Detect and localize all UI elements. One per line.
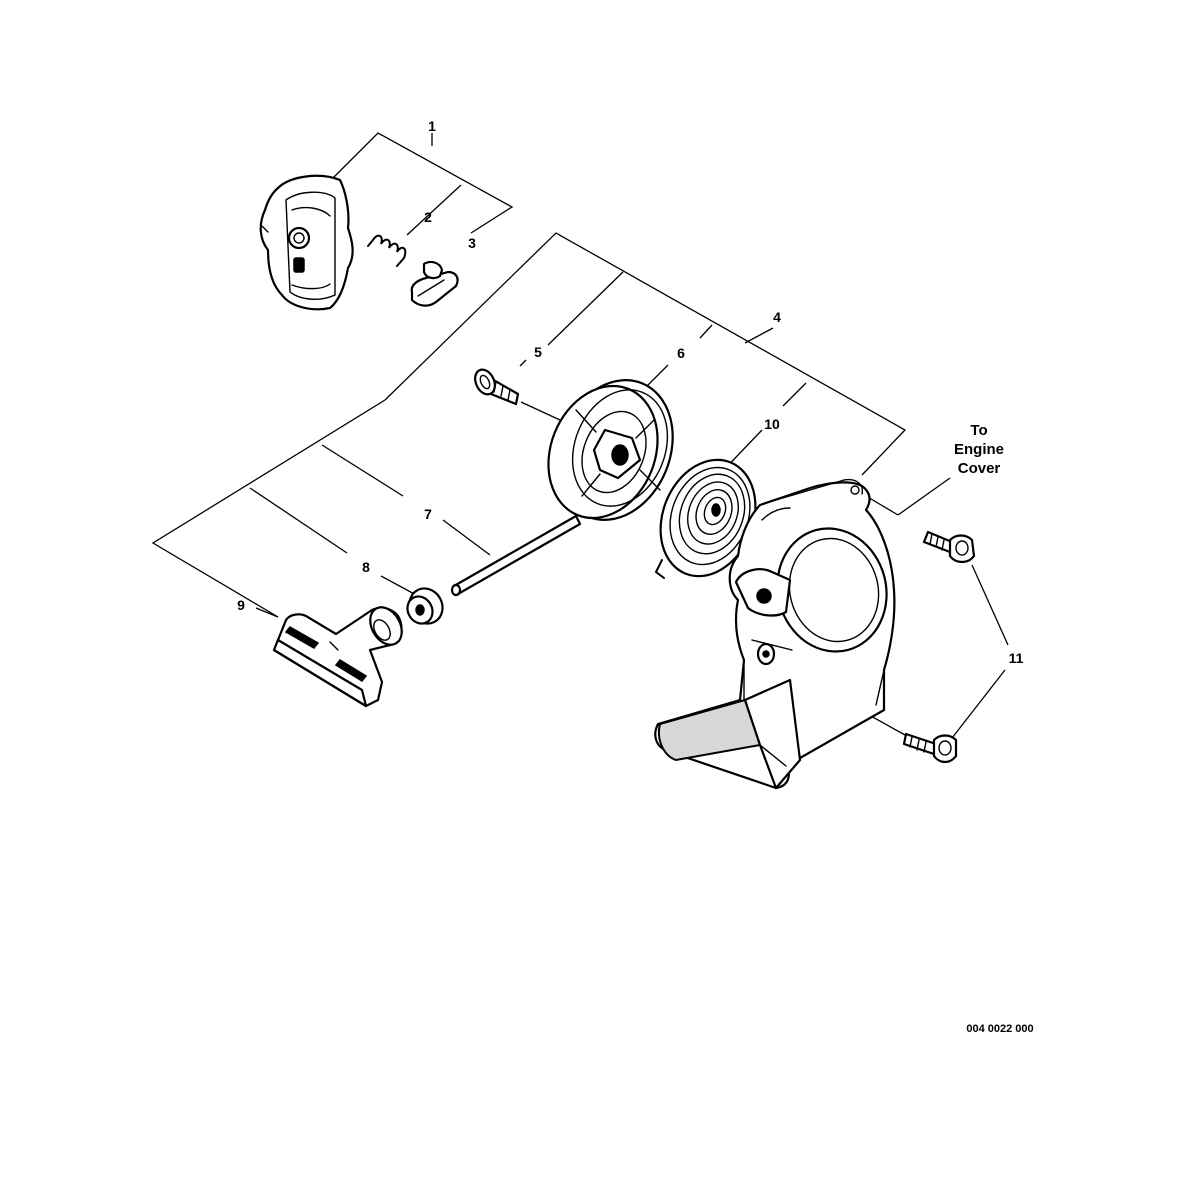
leader-engine-cover-b — [865, 495, 899, 516]
starter-rope-part — [450, 514, 582, 597]
leader-engine-cover — [897, 477, 951, 516]
note-line-3: Cover — [958, 460, 1001, 477]
callout-8: 8 — [362, 559, 370, 575]
callout-labels: 1 2 3 4 5 6 7 8 9 10 11 — [237, 118, 1024, 666]
callout-5: 5 — [534, 344, 542, 360]
callout-1: 1 — [428, 118, 436, 134]
rope-pulley-part — [547, 379, 674, 521]
leader-2 — [406, 184, 462, 236]
housing-screw-lower-part — [902, 732, 958, 764]
leader-9-end — [255, 607, 279, 618]
leader-lines — [151, 132, 1009, 739]
leader-11-upper — [971, 564, 1009, 646]
leader-5 — [519, 359, 527, 367]
starter-housing-part — [654, 478, 896, 790]
leader-7-end — [442, 519, 491, 556]
note-line-1: To — [970, 422, 987, 439]
callout-9: 9 — [237, 597, 245, 613]
leader-4-tick — [744, 327, 774, 344]
leader-6-a — [699, 324, 713, 339]
pulley-screw-part — [474, 368, 520, 406]
starter-grip-part — [272, 606, 403, 708]
leader-6-b — [644, 364, 669, 389]
pawl-part — [410, 260, 459, 307]
pawl-spring-part — [367, 234, 407, 267]
leader-11-lower — [951, 669, 1006, 739]
callout-4: 4 — [773, 309, 781, 325]
leader-5-b — [520, 401, 561, 421]
leader-8-end — [380, 575, 419, 597]
drawing-code: 004 0022 000 — [966, 1023, 1033, 1035]
callout-3: 3 — [468, 235, 476, 251]
leader-10-a — [782, 382, 807, 407]
leader-7 — [151, 399, 386, 618]
leader-8-branch — [249, 487, 348, 554]
callout-7: 7 — [424, 506, 432, 522]
callout-6: 6 — [677, 345, 685, 361]
leader-1 — [332, 132, 514, 234]
leader-4 — [384, 232, 907, 476]
leader-4-sub — [547, 271, 624, 346]
callout-2: 2 — [424, 209, 432, 225]
housing-screw-upper-part — [922, 530, 976, 564]
rope-guide-bushing-part — [406, 587, 444, 625]
note-line-2: Engine — [954, 441, 1004, 458]
leader-7-branch — [321, 444, 404, 497]
callout-10: 10 — [764, 416, 780, 432]
engine-cover-note: To Engine Cover — [954, 422, 1004, 477]
callout-11: 11 — [1009, 650, 1024, 666]
cover-plate-part — [259, 174, 354, 311]
